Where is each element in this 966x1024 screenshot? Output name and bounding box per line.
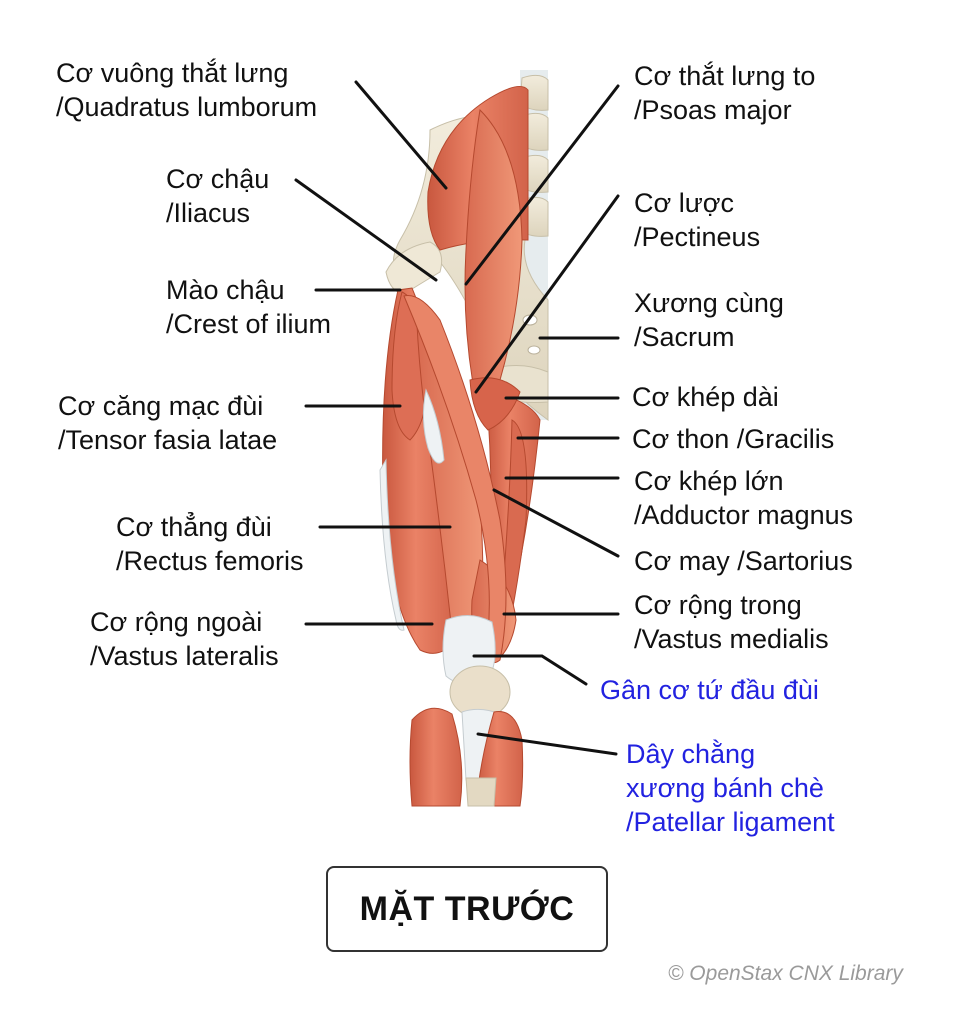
lower-leg-lateral-muscle — [409, 707, 463, 807]
pectineus-muscle — [469, 377, 521, 431]
label-vastus-medialis: Cơ rộng trong/Vastus medialis — [634, 590, 829, 654]
sartorius-muscle — [403, 295, 507, 664]
label-tensor-fasia-latae: Cơ căng mạc đùi/Tensor fasia latae — [58, 391, 278, 455]
leader-sartorius — [492, 488, 620, 558]
label-adductor-magnus: Cơ khép lớn/Adductor magnus — [634, 466, 854, 530]
view-title-box: MẶT TRƯỚC — [326, 866, 608, 952]
image-credit: © OpenStax CNX Library — [668, 962, 903, 985]
label-pectineus: Cơ lược/Pectineus — [634, 188, 761, 252]
leader-iliacus — [294, 178, 438, 282]
leader-pectineus — [474, 194, 620, 394]
leader-quadratus-lumborum — [354, 80, 448, 190]
leader-psoas-major — [464, 84, 620, 286]
rectus-femoris-tendon — [422, 388, 445, 464]
label-gracilis: Cơ thon /Gracilis — [632, 424, 835, 454]
label-vastus-lateralis: Cơ rộng ngoài/Vastus lateralis — [90, 607, 279, 671]
view-title: MẶT TRƯỚC — [359, 889, 575, 928]
label-quadratus-lumborum: Cơ vuông thắt lưng/Quadratus lumborum — [56, 58, 318, 122]
leader-quadriceps-tendon — [472, 654, 588, 686]
leader-patellar-ligament — [476, 732, 618, 756]
tibia — [465, 777, 497, 807]
label-crest-of-ilium: Mào chậu/Crest of ilium — [166, 275, 332, 339]
label-sacrum: Xương cùng/Sacrum — [634, 288, 784, 352]
label-iliacus: Cơ chậu/Iliacus — [166, 164, 270, 228]
label-sartorius: Cơ may /Sartorius — [634, 546, 853, 576]
label-adductor-longus: Cơ khép dài — [632, 382, 779, 412]
label-psoas-major: Cơ thắt lưng to/Psoas major — [634, 61, 816, 125]
label-rectus-femoris: Cơ thẳng đùi/Rectus femoris — [116, 512, 304, 576]
label-quadriceps-tendon: Gân cơ tứ đầu đùi — [600, 675, 819, 705]
iliotibial-band — [379, 458, 405, 631]
